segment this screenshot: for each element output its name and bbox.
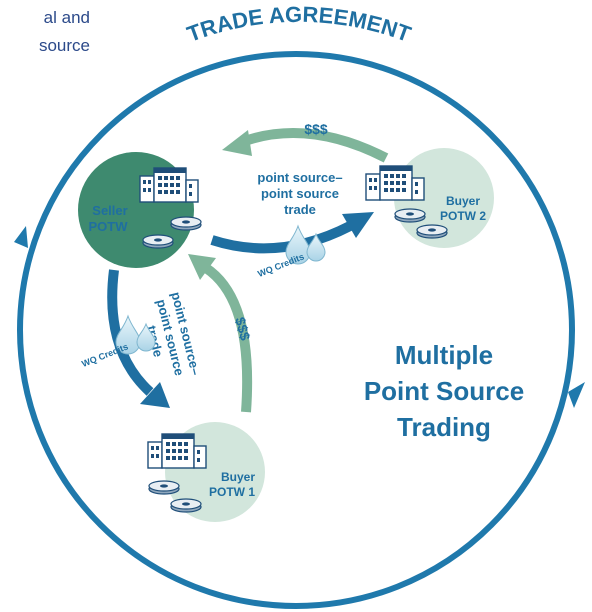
header-text-fragment: al and source — [0, 4, 90, 60]
seller-potw: Seller POTW — [78, 152, 202, 268]
ring-arrowhead-left — [14, 226, 28, 248]
buyer2-label-line2: POTW 2 — [440, 209, 486, 223]
buyer2-tank-icon — [394, 208, 426, 223]
trade-top-line1: point source– — [257, 170, 342, 185]
buyer2-tank-icon — [416, 224, 448, 239]
trade-top-line3: trade — [284, 202, 316, 217]
seller-label-line2: POTW — [89, 219, 129, 234]
center-title-line3: Trading — [397, 412, 491, 442]
agreement-title: TRADE AGREEMENT — [184, 2, 415, 47]
buyer1-label-line1: Buyer — [221, 470, 255, 484]
ring-arrowhead-right — [568, 382, 585, 408]
money-label-left: $$$ — [232, 315, 254, 342]
credit-arrow-top — [210, 212, 374, 254]
buyer2-label-line1: Buyer — [446, 194, 480, 208]
seller-label-line1: Seller — [92, 203, 127, 218]
center-title-line2: Point Source — [364, 376, 524, 406]
money-arrow-left — [188, 254, 253, 413]
seller-tank-icon — [142, 234, 174, 249]
center-title: Multiple Point Source Trading — [364, 340, 524, 442]
buyer1-tank-icon — [148, 480, 180, 495]
seller-tank-icon — [170, 216, 202, 231]
money-arrow-top — [222, 128, 389, 163]
buyer1-tank-icon — [170, 498, 202, 513]
trade-top-line2: point source — [261, 186, 339, 201]
wq-credits-label-top: WQ Credits — [256, 251, 305, 279]
center-title-line1: Multiple — [395, 340, 493, 370]
header-fragment-line2: source — [38, 36, 90, 55]
header-fragment-line1: al and — [43, 8, 90, 27]
agreement-ring — [14, 51, 585, 609]
money-label-top: $$$ — [304, 121, 328, 137]
buyer1-label-line2: POTW 1 — [209, 485, 255, 499]
trade-label-top: point source– point source trade — [257, 170, 342, 217]
buyer-potw-1: Buyer POTW 1 — [147, 422, 265, 522]
buyer-potw-2: Buyer POTW 2 — [365, 148, 494, 248]
